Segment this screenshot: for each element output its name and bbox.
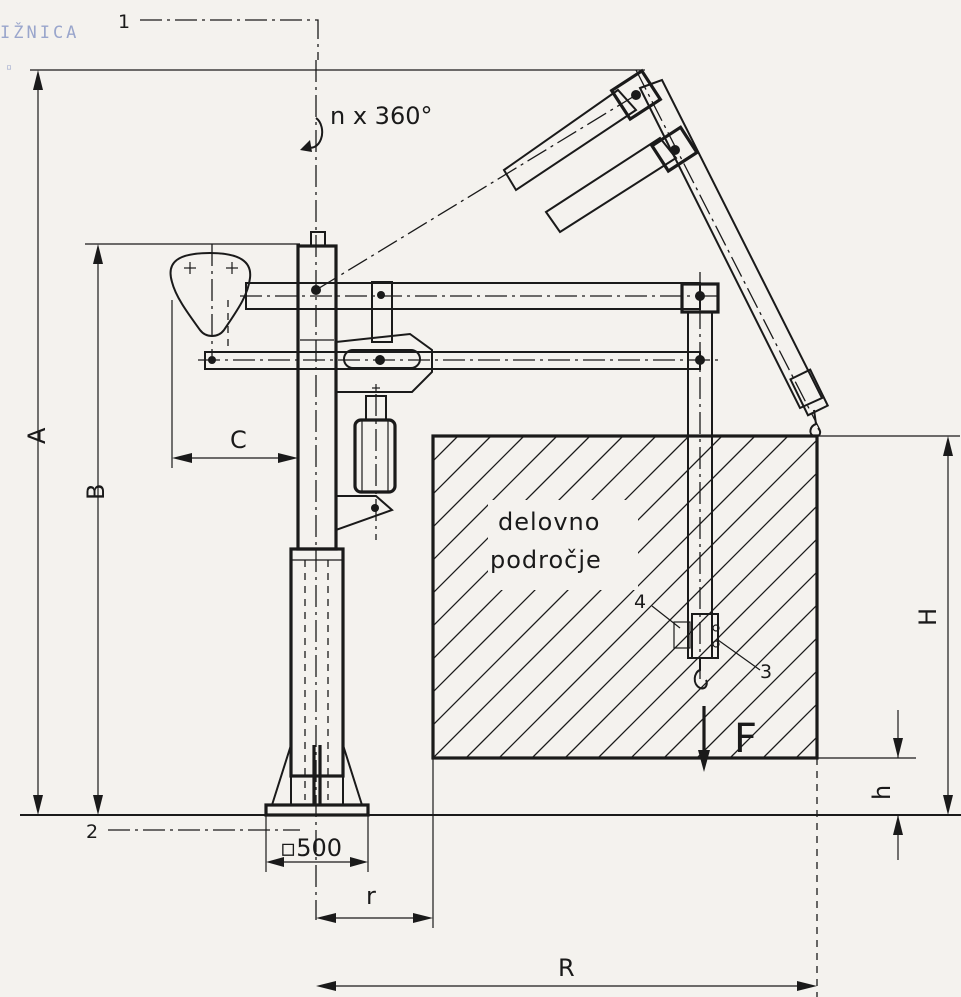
section-marker-1: 1 xyxy=(118,11,319,60)
lower-arm xyxy=(198,351,722,370)
svg-text:B: B xyxy=(82,484,110,500)
hatch-line xyxy=(729,670,817,758)
section-marker-2: 2 xyxy=(86,821,300,843)
vertical-arm xyxy=(673,272,720,690)
drive-motor xyxy=(335,394,397,540)
stamp-mark: ▫ xyxy=(6,62,15,73)
dimension-h: h xyxy=(817,710,916,860)
hatch-line xyxy=(696,637,817,758)
stamp-text: IŽNICA xyxy=(0,21,79,43)
dimension-r: r xyxy=(316,758,434,928)
marker-4: 4 xyxy=(634,591,681,629)
marker-3: 3 xyxy=(717,639,772,683)
hatch-line xyxy=(433,436,624,627)
hatch-line xyxy=(928,436,961,758)
dimension-A: A xyxy=(23,70,51,815)
hatch-line xyxy=(433,436,558,561)
area-label-1: delovno xyxy=(498,508,600,536)
column-base: ▫500 xyxy=(264,744,370,872)
raised-arm-diagonal xyxy=(635,69,830,438)
raised-arm-upper xyxy=(315,68,663,291)
hatch-line xyxy=(103,436,425,758)
force-label: F xyxy=(734,716,757,762)
svg-text:4: 4 xyxy=(634,591,646,613)
area-label-2: področje xyxy=(490,546,602,574)
column xyxy=(289,231,345,800)
hatch-line xyxy=(433,436,723,726)
hatch-line xyxy=(564,505,817,758)
hatch-line xyxy=(465,436,789,758)
hatch-line xyxy=(597,538,817,758)
hatch-line xyxy=(433,436,591,594)
raised-arm-lower xyxy=(544,125,700,234)
svg-text:3: 3 xyxy=(760,661,772,683)
hatch-line xyxy=(433,436,756,758)
dimension-H: H xyxy=(817,435,960,815)
svg-text:H: H xyxy=(914,608,942,626)
hatch-line xyxy=(762,703,817,758)
hatch-line xyxy=(862,436,961,758)
svg-text:n x 360°: n x 360° xyxy=(330,102,432,130)
svg-text:A: A xyxy=(23,427,51,444)
dimension-B: B xyxy=(82,243,300,815)
dimension-C: C xyxy=(171,300,298,468)
rotation-indicator: n x 360° xyxy=(300,102,432,152)
hatch-line xyxy=(895,436,961,758)
hatch-line xyxy=(433,436,492,495)
svg-text:2: 2 xyxy=(86,821,98,843)
base-size-label: ▫500 xyxy=(280,834,342,862)
hatch-line xyxy=(829,436,961,758)
hatch-line xyxy=(498,439,817,758)
svg-text:C: C xyxy=(230,426,247,454)
svg-text:1: 1 xyxy=(118,11,130,33)
counterweight xyxy=(169,244,296,356)
svg-text:R: R xyxy=(558,954,575,982)
hatch-line xyxy=(433,436,525,528)
hatch-line xyxy=(630,571,817,758)
hatch-line xyxy=(795,736,817,758)
svg-text:h: h xyxy=(868,785,896,800)
hatch-line xyxy=(433,436,657,660)
hatch-line xyxy=(531,472,817,758)
arm-link xyxy=(371,281,393,343)
working-area: delovno področje xyxy=(103,434,961,760)
svg-text:r: r xyxy=(366,882,376,910)
hatch-line xyxy=(433,436,690,693)
hatch-line xyxy=(663,604,817,758)
dimension-R: R xyxy=(316,758,818,997)
force-indicator: F xyxy=(698,706,757,772)
